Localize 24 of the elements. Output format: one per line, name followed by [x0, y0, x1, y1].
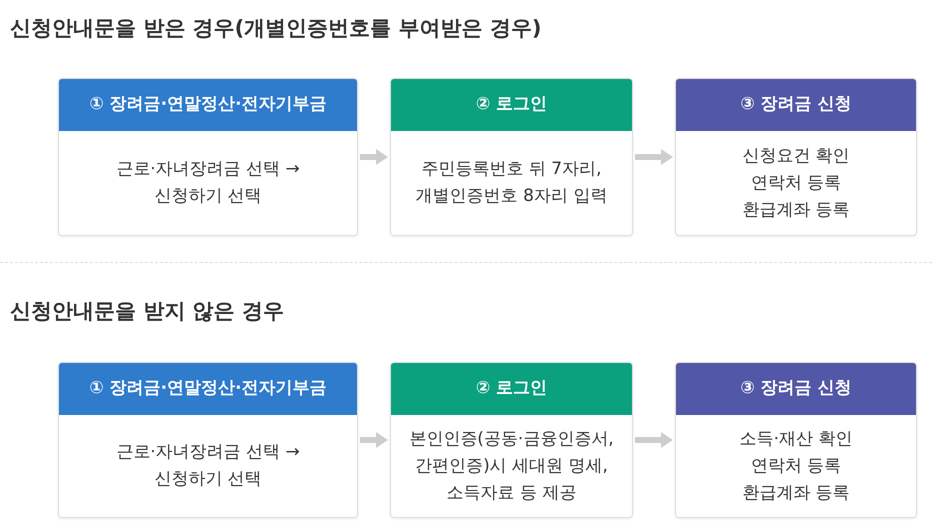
step-description: 근로·자녀장려금 선택 → 신청하기 선택 [115, 158, 301, 208]
arrow [360, 149, 388, 165]
step-card [58, 78, 358, 236]
step-card [390, 78, 633, 236]
arrow [635, 432, 673, 448]
step-header: ② 로그인 [391, 363, 632, 415]
step-card [58, 362, 358, 518]
step-description: 본인인증(공동·금융인증서, 간편인증)시 세대원 명세, 소득자료 등 제공 [408, 428, 615, 504]
step-header: ① 장려금·연말정산·전자기부금 [59, 79, 357, 131]
step-card [675, 78, 917, 236]
arrow [360, 432, 388, 448]
step-description: 신청요건 확인 연락처 등록 환급계좌 등록 [741, 144, 851, 222]
step-header: ③ 장려금 신청 [676, 79, 916, 131]
step-description: 주민등록번호 뒤 7자리, 개별인증번호 8자리 입력 [414, 158, 608, 208]
section-title: 신청안내문을 받은 경우(개별인증번호를 부여받은 경우) [10, 15, 542, 42]
step-description: 근로·자녀장려금 선택 → 신청하기 선택 [115, 441, 301, 491]
step-card [390, 362, 633, 518]
step-description: 소득·재산 확인 연락처 등록 환급계좌 등록 [738, 428, 854, 504]
step-header: ② 로그인 [391, 79, 632, 131]
arrow [635, 149, 673, 165]
step-header: ③ 장려금 신청 [676, 363, 916, 415]
step-card [675, 362, 917, 518]
step-header: ① 장려금·연말정산·전자기부금 [59, 363, 357, 415]
section-title: 신청안내문을 받지 않은 경우 [10, 298, 284, 325]
